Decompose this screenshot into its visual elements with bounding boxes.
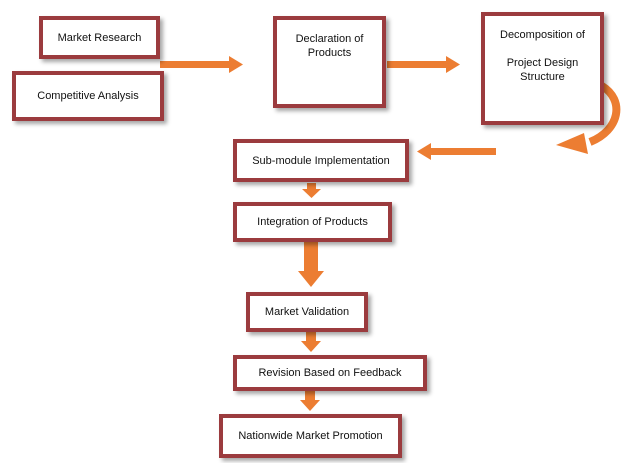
node-integration-of-products: Integration of Products xyxy=(233,202,392,242)
arrow-submodule-to-integration xyxy=(302,183,321,198)
node-market-research: Market Research xyxy=(39,16,160,59)
arrow-research-to-declaration xyxy=(160,56,243,73)
node-competitive-analysis: Competitive Analysis xyxy=(12,71,164,121)
arrow-declaration-to-decomposition xyxy=(387,56,460,73)
node-label: Sub-module Implementation xyxy=(252,154,390,167)
node-declaration-of-products: Declaration of Products xyxy=(273,16,386,108)
arrow-validation-to-revision xyxy=(301,332,321,352)
node-revision-based-on-feedback: Revision Based on Feedback xyxy=(233,355,427,391)
node-decomposition: Decomposition of Project Design Structur… xyxy=(481,12,604,125)
arrow-curved-decomposition-down xyxy=(556,82,621,154)
node-label: Competitive Analysis xyxy=(37,90,139,102)
node-nationwide-market-promotion: Nationwide Market Promotion xyxy=(219,414,402,458)
node-label: Integration of Products xyxy=(257,216,368,228)
arrow-to-submodule xyxy=(417,143,496,160)
arrow-revision-to-promotion xyxy=(300,391,320,411)
node-label: Decomposition of Project Design Structur… xyxy=(500,29,585,83)
node-submodule-implementation: Sub-module Implementation xyxy=(233,139,409,182)
node-market-validation: Market Validation xyxy=(246,292,368,332)
node-label: Revision Based on Feedback xyxy=(258,367,402,379)
node-label: Declaration of Products xyxy=(295,33,364,59)
node-label: Nationwide Market Promotion xyxy=(238,430,383,442)
node-label: Market Validation xyxy=(264,306,350,318)
node-label: Market Research xyxy=(57,31,142,44)
arrow-integration-to-validation xyxy=(298,242,324,287)
